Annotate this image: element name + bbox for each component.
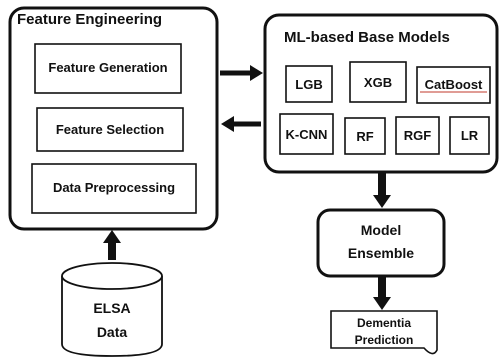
- data-preprocessing-label: Data Preprocessing: [52, 180, 176, 195]
- model-box-rgf: [395, 116, 440, 155]
- arrow-data-to-features-head: [103, 230, 121, 243]
- feature-selection-box: [36, 107, 184, 152]
- prediction-document-shape: [330, 310, 438, 355]
- elsa-cylinder-top: [61, 262, 163, 290]
- model-label-catboost: CatBoost: [424, 77, 483, 92]
- model-ensemble-box: [316, 208, 446, 278]
- ensemble-label-line1: Model: [360, 222, 402, 238]
- model-label-rgf: RGF: [403, 128, 432, 143]
- elsa-label-line2: Data: [96, 324, 128, 340]
- model-box-xgb: [349, 61, 407, 103]
- arrow-back-to-features-head: [221, 116, 234, 132]
- arrow-to-models-head: [250, 65, 263, 81]
- model-box-kcnn: [279, 113, 334, 155]
- model-label-lgb: LGB: [295, 77, 323, 92]
- feature-engineering-title: Feature Engineering: [17, 11, 163, 28]
- model-box-lr: [449, 116, 490, 155]
- elsa-cylinder-body: [61, 276, 163, 357]
- prediction-label-line1: Dementia: [356, 316, 412, 330]
- feature-generation-label: Feature Generation: [48, 60, 168, 75]
- ensemble-label-line2: Ensemble: [347, 245, 415, 261]
- model-label-rf: RF: [356, 129, 374, 144]
- model-box-catboost: [416, 66, 491, 104]
- model-label-lr: LR: [460, 128, 479, 143]
- model-box-rf: [344, 117, 386, 155]
- arrow-to-ensemble-head: [373, 195, 391, 208]
- feature-selection-label: Feature Selection: [55, 122, 165, 137]
- arrow-to-prediction-head: [373, 297, 391, 310]
- data-preprocessing-box: [31, 163, 197, 214]
- feature-generation-box: [34, 43, 182, 94]
- model-box-lgb: [285, 65, 333, 103]
- elsa-label-line1: ELSA: [93, 300, 131, 316]
- base-models-title: ML-based Base Models: [284, 29, 450, 46]
- model-label-xgb: XGB: [363, 75, 393, 90]
- prediction-label-line2: Prediction: [354, 333, 414, 347]
- model-label-kcnn: K-CNN: [285, 127, 328, 142]
